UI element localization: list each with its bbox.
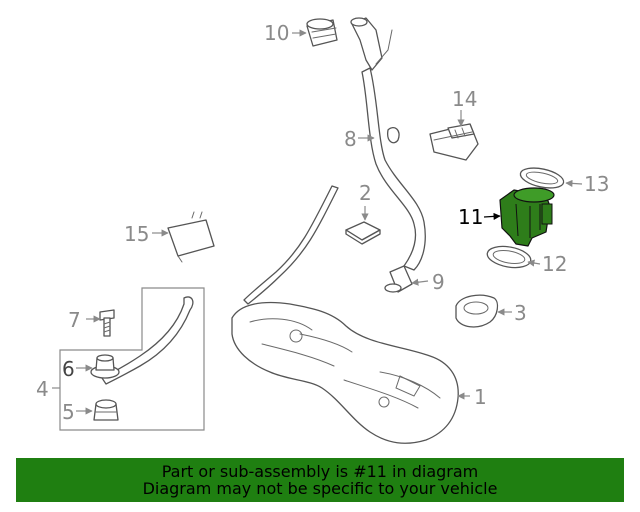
part-12-lock-ring (486, 245, 532, 269)
breather-line (243, 185, 339, 305)
callout-8: 8 (344, 127, 357, 151)
part-11-fuel-pump-assembly (499, 187, 555, 247)
part-7-bolt (99, 309, 115, 337)
callout-14: 14 (452, 87, 477, 111)
callout-7: 7 (68, 308, 81, 332)
banner-line-2: Diagram may not be specific to your vehi… (142, 479, 498, 498)
info-banner: Part or sub-assembly is #11 in diagram D… (16, 458, 624, 502)
callout-2: 2 (359, 181, 372, 205)
banner-line-1: Part or sub-assembly is #11 in diagram (161, 462, 479, 481)
part-3-mount (455, 294, 499, 328)
callout-6: 6 (62, 357, 75, 381)
callout-3: 3 (514, 301, 527, 325)
part-14-module (429, 123, 479, 161)
callout-9: 9 (432, 270, 445, 294)
callout-11: 11 (458, 205, 483, 229)
callout-10: 10 (264, 21, 289, 45)
part-15-module (167, 211, 215, 263)
callout-1: 1 (474, 385, 487, 409)
callout-15: 15 (124, 222, 149, 246)
leader-lines (52, 29, 583, 415)
part-4-group-frame (59, 287, 205, 431)
callout-4: 4 (36, 377, 49, 401)
part-5-bushing (93, 399, 119, 421)
part-2-pad (345, 221, 381, 245)
callout-12: 12 (542, 252, 567, 276)
parts-diagram: 10 8 14 13 11 12 2 15 9 3 1 7 6 4 5 (36, 17, 609, 444)
part-6-grommet (90, 354, 120, 379)
part-10-filler-cap (306, 18, 338, 47)
part-13-gasket (519, 167, 565, 189)
part-1-fuel-tank (231, 301, 459, 444)
part-9-hose (384, 265, 413, 293)
callout-5: 5 (62, 400, 75, 424)
callout-13: 13 (584, 172, 609, 196)
